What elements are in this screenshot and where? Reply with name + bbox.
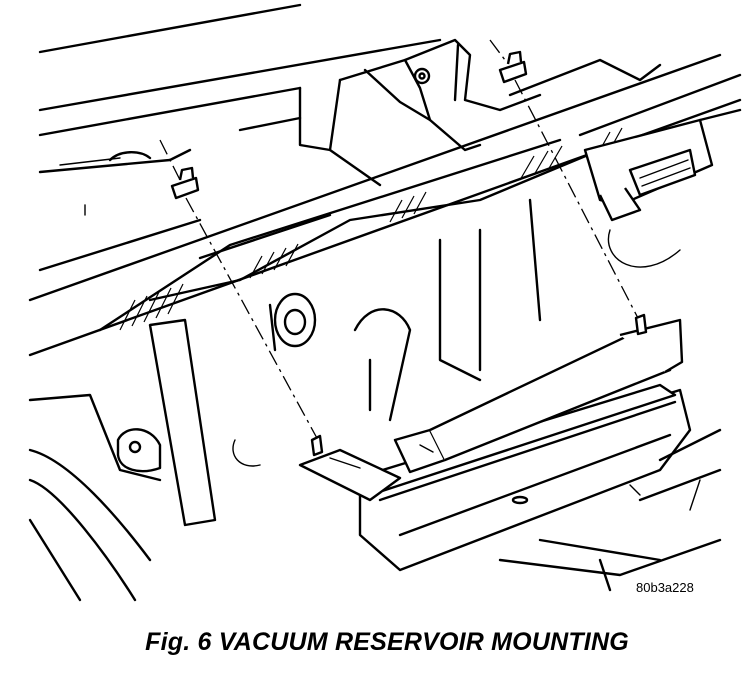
- vacuum-reservoir: [298, 313, 692, 572]
- cross-member: [28, 53, 742, 357]
- alignment-centerlines: [159, 39, 641, 441]
- upper-stud-left: [170, 166, 200, 200]
- lower-structure: [498, 428, 722, 592]
- figure-reference-code: 80b3a228: [636, 580, 694, 595]
- electrical-connector: [583, 108, 742, 268]
- upper-stud-right: [498, 50, 528, 84]
- mounting-boss: [268, 198, 542, 422]
- hatching: [119, 127, 623, 331]
- upper-mounting-bracket: [328, 38, 662, 187]
- figure-caption: Fig. 6 VACUUM RESERVOIR MOUNTING: [145, 628, 629, 656]
- left-support-structure: [28, 318, 261, 602]
